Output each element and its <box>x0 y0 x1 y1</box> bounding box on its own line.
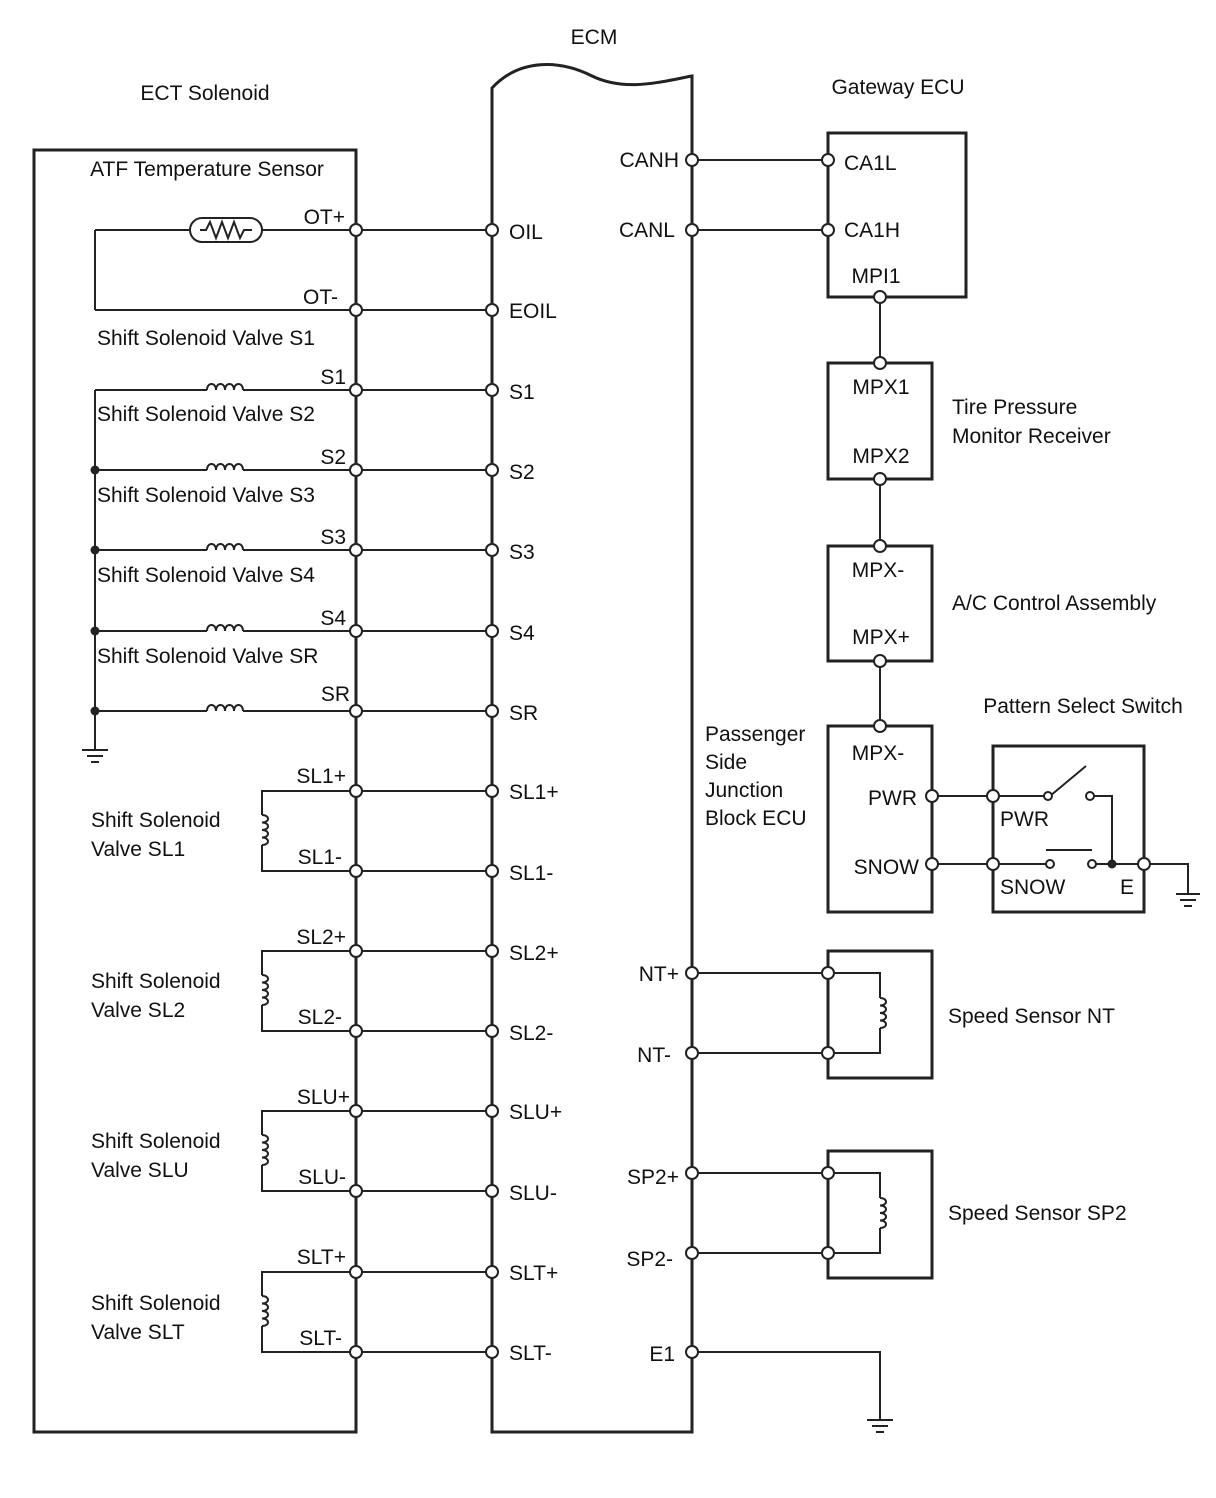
solenoid-label: Shift Solenoid <box>91 1130 221 1153</box>
pin-label: OT+ <box>304 206 345 229</box>
gateway-ecu-box <box>826 131 968 299</box>
pin-label: MPX1 <box>852 376 909 399</box>
solenoid-label: Shift Solenoid Valve S1 <box>97 327 315 350</box>
pin-label: SL2- <box>298 1006 342 1029</box>
pin-label: SLT+ <box>297 1246 346 1269</box>
ac-control-label: A/C Control Assembly <box>952 592 1157 615</box>
ecm-pin-label: S3 <box>509 541 535 564</box>
pin-label: OT- <box>303 286 338 309</box>
junction-block-label: Passenger <box>705 723 805 746</box>
solenoid-label: Valve SL1 <box>91 838 185 861</box>
solenoid-label: Shift Solenoid <box>91 809 221 832</box>
pin-label: SLU- <box>298 1166 346 1189</box>
ecm-pin-label: SL1- <box>509 862 553 885</box>
ecm-pin-label: SP2- <box>626 1248 673 1271</box>
pin-label: SL1- <box>298 846 342 869</box>
ecm-pin-label: CANL <box>619 219 675 242</box>
pin-label: SR <box>321 683 350 706</box>
pin-label: CA1H <box>844 219 900 242</box>
pin-label: MPX+ <box>852 626 910 649</box>
pin-label: PWR <box>1000 808 1049 831</box>
pin-label: E <box>1120 876 1134 899</box>
pin-label: SLU+ <box>297 1086 350 1109</box>
speed-sensor-nt-box <box>826 949 934 1080</box>
solenoid-label: Shift Solenoid Valve SR <box>97 645 318 668</box>
ecm-pin-label: S1 <box>509 381 535 404</box>
pin-label: S2 <box>320 446 346 469</box>
pin-label: MPI1 <box>851 265 900 288</box>
ecm-pin-label: OIL <box>509 221 543 244</box>
pin-label: MPX- <box>852 742 905 765</box>
ecm-pin-label: SL1+ <box>509 781 559 804</box>
pin-label: SNOW <box>854 856 920 879</box>
ecm-title: ECM <box>571 26 618 49</box>
ecm-pin-label: CANH <box>619 149 679 172</box>
pin-label: SL2+ <box>296 926 346 949</box>
pin-label: SLT- <box>299 1327 342 1350</box>
pattern-switch-label: Pattern Select Switch <box>983 695 1183 718</box>
ecm-pin-label: NT- <box>637 1044 671 1067</box>
ecm-pin-label: SP2+ <box>627 1166 679 1189</box>
solenoid-label: Valve SLT <box>91 1321 185 1344</box>
ecm-pin-label: SLU+ <box>509 1101 562 1124</box>
coil-icon <box>261 814 887 1327</box>
pin-label: CA1L <box>844 152 897 175</box>
solenoid-label: Shift Solenoid Valve S4 <box>97 564 315 587</box>
speed-sensor-sp2-box <box>826 1149 934 1280</box>
speed-sensor-sp2-label: Speed Sensor SP2 <box>948 1202 1127 1225</box>
junction-block-label: Side <box>705 751 747 774</box>
pin-label: MPX2 <box>852 445 909 468</box>
junction-block-label: Junction <box>705 779 783 802</box>
left-wiring <box>94 229 492 1353</box>
ecm-pin-label: SR <box>509 702 538 725</box>
ecm-pin-label: EOIL <box>509 300 557 323</box>
ecm-box <box>490 63 694 1434</box>
solenoid-label: Valve SLU <box>91 1159 189 1182</box>
speed-sensor-nt-label: Speed Sensor NT <box>948 1005 1115 1028</box>
ecm-pin-label: SLT- <box>509 1342 552 1365</box>
ecm-pin-label: S4 <box>509 622 535 645</box>
solenoid-label: Shift Solenoid <box>91 970 221 993</box>
tire-pressure-label: Monitor Receiver <box>952 425 1111 448</box>
ecm-pin-label: SLT+ <box>509 1262 558 1285</box>
right-wiring <box>692 159 1189 1420</box>
tire-pressure-label: Tire Pressure <box>952 396 1077 419</box>
solenoid-label: Valve SL2 <box>91 999 185 1022</box>
pin-label: PWR <box>868 787 917 810</box>
ecm-pin-label: SL2+ <box>509 942 559 965</box>
pin-label: S1 <box>320 366 346 389</box>
ecm-pin-label: NT+ <box>639 963 679 986</box>
coil-icon <box>206 383 244 712</box>
pin-label: S3 <box>320 526 346 549</box>
ecm-pin-label: S2 <box>509 461 535 484</box>
splice-dots <box>90 465 1117 869</box>
junction-block-label: Block ECU <box>705 807 807 830</box>
solenoid-label: Shift Solenoid Valve S2 <box>97 403 315 426</box>
thermistor-icon <box>189 217 263 243</box>
terminal-dots <box>349 153 1151 1359</box>
ect-solenoid-title: ECT Solenoid <box>140 82 269 105</box>
pin-label: SL1+ <box>296 765 346 788</box>
solenoid-label: Shift Solenoid Valve S3 <box>97 484 315 507</box>
ecm-pin-label: E1 <box>649 1343 675 1366</box>
pin-label: MPX- <box>852 559 905 582</box>
gateway-ecu-title: Gateway ECU <box>831 76 964 99</box>
solenoid-label: Shift Solenoid <box>91 1292 221 1315</box>
ecm-pin-label: SL2- <box>509 1022 553 1045</box>
atf-sensor-label: ATF Temperature Sensor <box>90 158 324 181</box>
ecm-pin-label: SLU- <box>509 1182 557 1205</box>
pattern-select-switch-box <box>991 744 1146 914</box>
pin-label: SNOW <box>1000 876 1066 899</box>
pin-label: S4 <box>320 607 346 630</box>
ground-icon <box>82 749 1200 1433</box>
